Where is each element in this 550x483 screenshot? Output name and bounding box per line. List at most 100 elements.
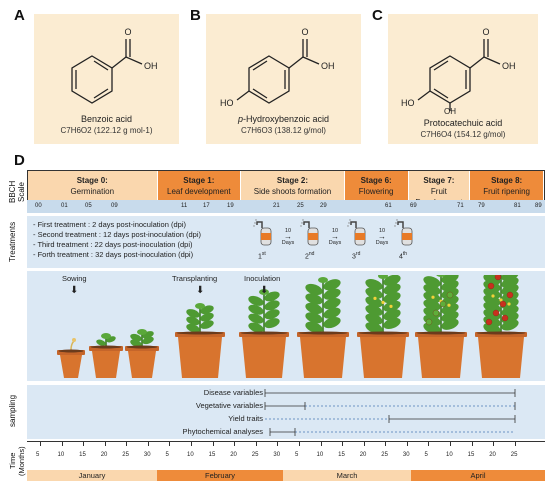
bbch-code: 61	[385, 203, 392, 209]
stage-subtitle: Leaf development	[167, 187, 231, 196]
tomato-plant-pot	[297, 277, 349, 378]
time-tick-label: 20	[489, 452, 496, 458]
svg-text:O: O	[301, 27, 308, 37]
time-tick-label: 25	[251, 452, 259, 458]
treatment-ordinal: 1st	[258, 251, 266, 261]
interval-arrow: 10→Days	[328, 228, 342, 246]
bbch-stage: Stage 0: Germination	[28, 171, 158, 201]
stage-title: Stage 7:	[423, 176, 455, 185]
down-arrow-icon: ⬇	[260, 285, 269, 296]
treatments-row-label: Treatments	[8, 221, 17, 263]
treatment-ordinal: 3rd	[352, 251, 361, 261]
treatments-panel: - First treatment : 2 days post-inoculat…	[27, 216, 545, 268]
treatment-line: - Third treatment : 22 days post-inocula…	[33, 240, 193, 249]
ho-label: HO	[220, 98, 234, 108]
protocatechuic-acid-box: O OH HO OH Protocatechuic acid C7H6O4 (1…	[388, 14, 538, 144]
month-label: February	[157, 470, 283, 481]
bbch-code: 17	[203, 203, 210, 209]
hydroxybenzoic-acid-name: p-Hydroxybenzoic acid	[237, 114, 330, 124]
bbch-code: 69	[410, 203, 417, 209]
growth-panel: Sowing ⬇ Transplanting ⬇ Inoculation ⬇	[27, 271, 545, 381]
time-tick-label: 20	[359, 452, 367, 458]
time-tick-mark	[191, 442, 193, 446]
protocatechuic-acid-formula: C7H6O4 (154.12 g/mol)	[420, 130, 506, 139]
tomato-plant-pot	[57, 338, 85, 378]
stage-subtitle: Germination	[70, 187, 115, 196]
stage-title: Stage 2:	[276, 176, 309, 185]
benzoic-acid-box: O OH Benzoic acid C7H6O2 (122.12 g mol-1…	[34, 14, 179, 144]
time-tick-label: 5	[165, 452, 169, 458]
benzoic-acid-formula: C7H6O2 (122.12 g mol-1)	[60, 126, 153, 135]
time-tick-mark	[147, 442, 149, 446]
bbch-code: 81	[514, 203, 521, 209]
time-tick-mark	[450, 442, 452, 446]
time-tick-mark	[385, 442, 387, 446]
time-tick-mark	[342, 442, 344, 446]
hydroxybenzoic-acid-structure: O	[236, 27, 320, 104]
time-tick-label: 30	[402, 452, 410, 458]
time-tick-label: 25	[381, 452, 388, 458]
time-tick-label: 20	[100, 452, 108, 458]
month-label: January	[27, 470, 157, 481]
treatment-ordinal: 4th	[399, 251, 408, 261]
time-tick-mark	[363, 442, 365, 446]
time-tick-label: 5	[35, 452, 40, 458]
sprayer-icon	[253, 218, 277, 255]
time-tick-mark	[493, 442, 495, 446]
interval-arrow: 10→Days	[281, 228, 295, 246]
time-tick-mark	[428, 442, 430, 446]
sampling-row-label: sampling	[8, 395, 17, 428]
sprayer-icon	[347, 218, 371, 255]
sampling-timeline	[264, 389, 516, 436]
time-tick-mark	[234, 442, 236, 446]
time-tick-label: 25	[510, 452, 518, 458]
stage-title: Stage 1:	[183, 176, 215, 185]
time-tick-label: 15	[79, 452, 86, 458]
panel-label-b: B	[190, 7, 201, 24]
stage-title: Stage 8:	[491, 176, 523, 185]
transplanting-label: Transplanting	[172, 274, 218, 283]
bbch-stage: Stage 1: Leaf development	[157, 171, 242, 201]
time-tick-label: 10	[187, 452, 194, 458]
stage-title: Stage 0:	[76, 176, 108, 185]
bbch-code: 79	[478, 203, 485, 209]
stage-subtitle: Flowering	[358, 187, 394, 196]
treatment-ordinal: 2nd	[305, 251, 315, 261]
ho-label: HO	[401, 98, 415, 108]
sowing-label: Sowing	[62, 274, 87, 283]
month-label: March	[283, 470, 411, 481]
treatment-line: - Second treatment : 12 days post-inocul…	[33, 230, 202, 239]
month-label: April	[411, 470, 545, 481]
tomato-plant-pot	[125, 329, 159, 378]
time-tick-mark	[277, 442, 279, 446]
time-tick-label: 30	[143, 452, 151, 458]
bbch-code: 19	[227, 203, 234, 209]
down-arrow-icon: ⬇	[70, 285, 79, 296]
stage-subtitle: Fruit ripening	[483, 187, 530, 196]
benzoic-acid-name: Benzoic acid	[80, 114, 133, 124]
tomato-plant-pot	[175, 303, 225, 378]
time-tick-mark	[320, 442, 322, 446]
bbch-code: 71	[457, 203, 464, 209]
time-tick-mark	[61, 442, 63, 446]
time-tick-mark	[406, 442, 408, 446]
bbch-code: 11	[181, 203, 188, 209]
down-arrow-icon: ⬇	[196, 285, 205, 296]
bbch-stage: Stage 2:Side shoots formation	[241, 171, 345, 201]
bbch-stage: Stage 8: Fruit ripening	[470, 171, 544, 201]
time-tick-mark	[169, 442, 171, 446]
benzoic-acid-structure: O	[71, 27, 143, 104]
sprayer-icon	[394, 218, 418, 255]
time-tick-mark	[471, 442, 473, 446]
time-tick-label: 5	[424, 452, 428, 458]
treatment-line: - First treatment : 2 days post-inoculat…	[33, 220, 186, 229]
time-tick-label: 30	[273, 452, 281, 458]
svg-text:O: O	[482, 27, 489, 37]
phytochemical-analyses-label: Phytochemical analyses	[182, 427, 263, 436]
tomato-plant-pot	[89, 333, 123, 378]
time-tick-label: 25	[122, 452, 129, 458]
